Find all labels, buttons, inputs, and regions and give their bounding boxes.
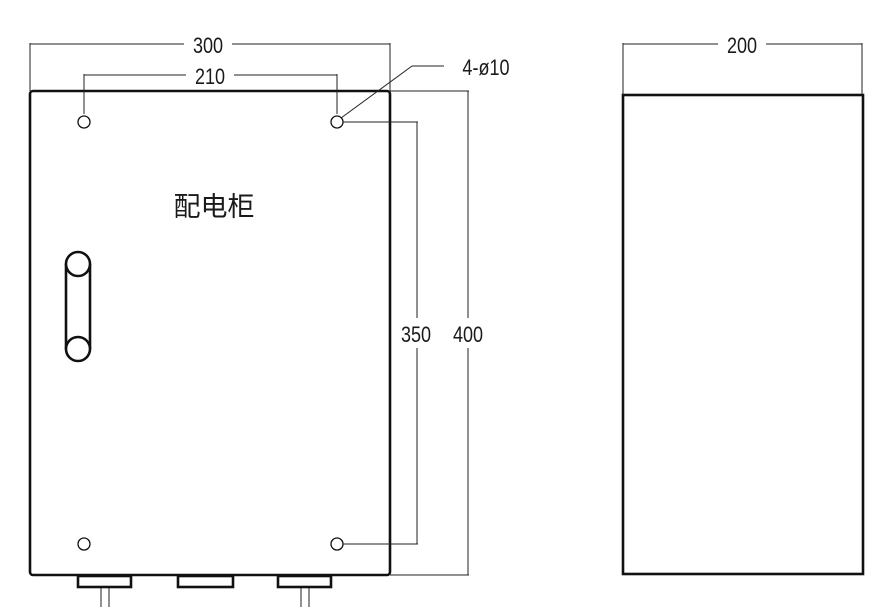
front-view: 配电柜 300 210	[28, 34, 510, 607]
cable-gland-right	[276, 574, 333, 589]
door-handle	[64, 250, 92, 363]
dimension-depth: 200	[622, 34, 863, 95]
cable-gland-left	[76, 574, 133, 589]
dimension-hole-vertical: 350	[343, 121, 431, 545]
cabinet-side-outline	[621, 93, 865, 576]
dimension-width-label: 300	[193, 34, 223, 58]
hole-callout: 4-ø10	[340, 56, 510, 119]
dimension-width: 300	[29, 34, 391, 91]
mounting-hole-bottom-right	[330, 537, 344, 551]
mounting-hole-top-left	[77, 115, 91, 129]
cable-gland-middle	[176, 574, 235, 589]
cabinet-title: 配电柜	[174, 192, 255, 223]
dimension-hole-vertical-label: 350	[401, 323, 431, 347]
cable-glands	[76, 574, 333, 607]
mounting-hole-bottom-left	[77, 537, 91, 551]
dimension-hole-spacing-label: 210	[195, 65, 225, 89]
dimension-height-label: 400	[453, 323, 483, 347]
dimension-hole-spacing: 210	[83, 65, 338, 114]
cabinet-front-outline	[28, 89, 392, 577]
dimension-height: 400	[390, 90, 483, 576]
side-view: 200	[621, 34, 865, 576]
dimension-depth-label: 200	[727, 34, 757, 58]
hole-callout-label: 4-ø10	[462, 56, 509, 80]
